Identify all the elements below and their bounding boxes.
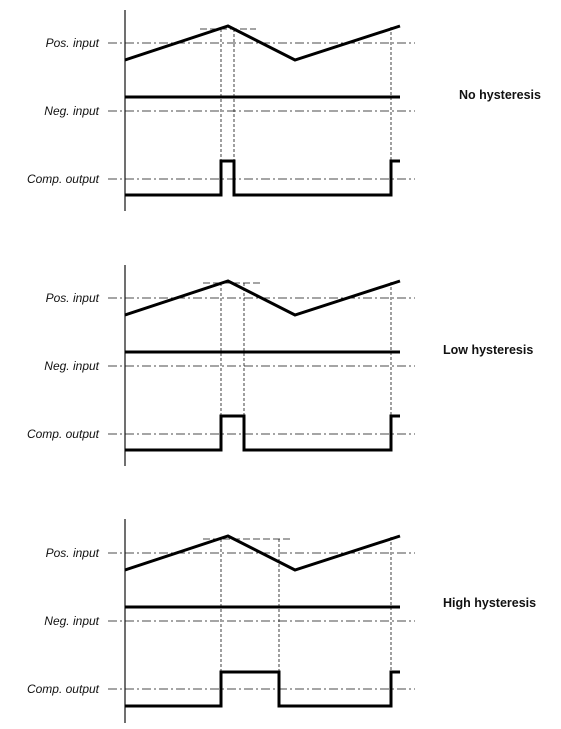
- comparator-output-wave: [125, 414, 400, 452]
- panel-high-hysteresis: Pos. input Neg. input Comp. output High …: [27, 519, 536, 723]
- neg-input-label: Neg. input: [44, 614, 99, 628]
- pos-input-label: Pos. input: [46, 546, 100, 560]
- panel-title: No hysteresis: [459, 88, 541, 102]
- panel-title: Low hysteresis: [443, 343, 533, 357]
- comp-output-label: Comp. output: [27, 172, 100, 186]
- neg-input-label: Neg. input: [44, 359, 99, 373]
- pos-input-label: Pos. input: [46, 291, 100, 305]
- comparator-output-wave: [125, 159, 400, 197]
- pos-input-label: Pos. input: [46, 36, 100, 50]
- panel-low-hysteresis: Pos. input Neg. input Comp. output Low h…: [27, 265, 533, 466]
- pos-input-wave: [124, 279, 401, 317]
- pos-input-wave: [124, 24, 401, 62]
- comp-output-label: Comp. output: [27, 427, 100, 441]
- neg-input-label: Neg. input: [44, 104, 99, 118]
- panel-no-hysteresis: Pos. input Neg. input Comp. output No hy…: [27, 10, 541, 211]
- panel-title: High hysteresis: [443, 596, 536, 610]
- comp-output-label: Comp. output: [27, 682, 100, 696]
- pos-input-wave: [124, 534, 401, 572]
- comparator-output-wave: [125, 670, 400, 708]
